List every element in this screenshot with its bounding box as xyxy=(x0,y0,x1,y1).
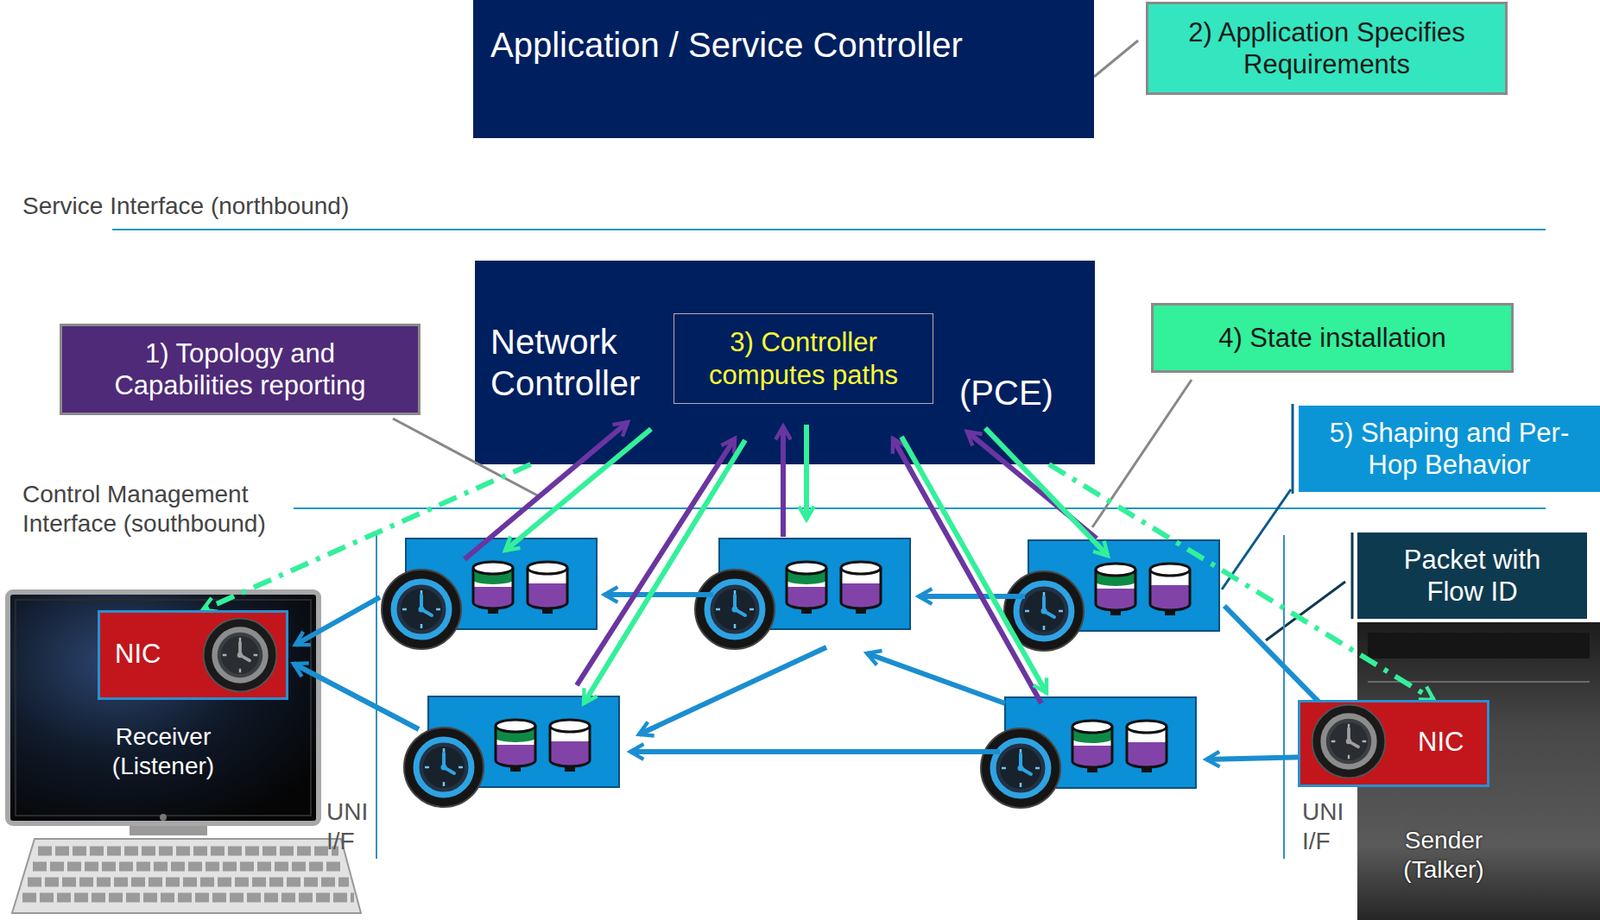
uni-label: UNI I/F xyxy=(326,797,375,856)
node-text: 5) Shaping and Per-Hop Behavior xyxy=(1310,417,1588,481)
node-text: 2) Application Specifies Requirements xyxy=(1158,16,1495,81)
label-slot: Control Management Interface (southbound… xyxy=(22,480,282,538)
data-path-arrows xyxy=(293,594,1322,760)
text-slot: Receiver (Listener) xyxy=(94,722,233,781)
receiver-monitor: Receiver (Listener) NIC xyxy=(5,589,322,827)
node-text: Sender (Talker) xyxy=(1383,826,1505,885)
leader-line xyxy=(392,418,541,498)
compute-paths-box: 3) Controller computes paths xyxy=(673,313,934,405)
topology-callout: 1) Topology and Capabilities reporting xyxy=(59,323,421,416)
switch-symbol xyxy=(980,697,1196,809)
leader-line xyxy=(1092,379,1192,528)
nic-card: NIC xyxy=(97,610,289,701)
install-connector xyxy=(202,464,532,611)
app-controller-box: Application / Service Controller xyxy=(473,0,1095,139)
leader-line xyxy=(1265,581,1346,641)
uni-boundary xyxy=(1283,535,1285,860)
switch-symbol xyxy=(695,538,911,650)
node-text: NIC xyxy=(114,638,176,671)
text-slot: Network Controller xyxy=(490,321,664,405)
label-slot: UNI I/F xyxy=(1302,797,1351,856)
uni-label: UNI I/F xyxy=(1302,797,1351,856)
node-text: Packet with Flow ID xyxy=(1374,543,1570,608)
sender-tower: Sender (Talker) NIC xyxy=(1357,622,1600,920)
uni-boundary xyxy=(375,535,378,860)
node-text: Receiver (Listener) xyxy=(94,722,233,781)
interface-label: Control Management Interface (southbound… xyxy=(22,480,282,538)
node-text: 4) State installation xyxy=(1218,322,1447,355)
switch-symbol xyxy=(404,696,620,808)
text-slot: (PCE) xyxy=(959,372,1089,414)
reporting-arrows xyxy=(464,422,1097,704)
flow-id-callout: Packet with Flow ID xyxy=(1357,532,1588,620)
node-text: NIC xyxy=(1417,726,1479,759)
node-text: 1) Topology and Capabilities reporting xyxy=(72,337,408,402)
state-installation-callout: 4) State installation xyxy=(1150,303,1514,374)
switch-symbol xyxy=(1004,540,1220,652)
callout-edge xyxy=(1291,404,1295,494)
node-text: Network Controller xyxy=(490,321,664,405)
node-text: Application / Service Controller xyxy=(490,24,963,66)
nic-card: NIC xyxy=(1297,700,1490,788)
switch-symbol xyxy=(381,538,597,650)
southbound-rule xyxy=(293,507,1546,510)
text-slot: NIC xyxy=(114,638,176,671)
text-slot: NIC xyxy=(1417,726,1479,759)
label-slot: Service Interface (northbound) xyxy=(22,191,403,222)
label-slot: UNI I/F xyxy=(326,797,375,856)
network-controller-box: Network Controller (PCE) 3) Controller com… xyxy=(474,260,1095,465)
northbound-rule xyxy=(112,228,1546,231)
requirements-callout: 2) Application Specifies Requirements xyxy=(1145,1,1508,95)
node-text: (PCE) xyxy=(959,372,1089,414)
installation-arrows xyxy=(505,424,1108,704)
interface-label: Service Interface (northbound) xyxy=(22,191,403,222)
leader-line xyxy=(1094,40,1139,77)
node-text: 3) Controller computes paths xyxy=(683,326,924,391)
text-slot: Sender (Talker) xyxy=(1383,826,1505,885)
callout-edge xyxy=(1351,532,1354,620)
shaping-callout: 5) Shaping and Per-Hop Behavior xyxy=(1298,405,1600,493)
